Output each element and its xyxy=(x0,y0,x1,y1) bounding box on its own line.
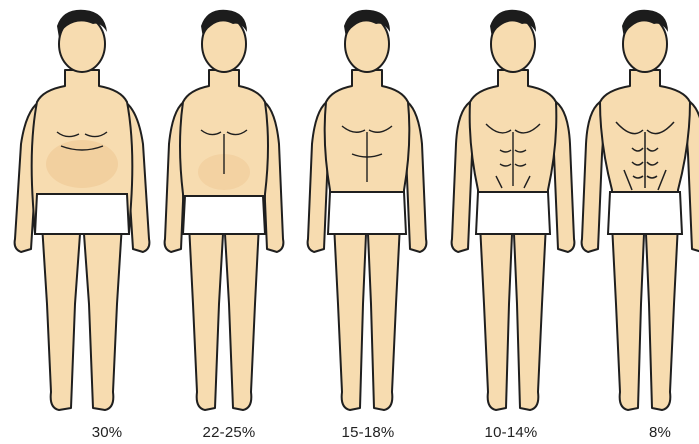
label-22-25-percent: 22-25% xyxy=(179,424,279,441)
figure-15-18-percent xyxy=(292,4,442,424)
body-figure-illustration xyxy=(149,4,299,424)
figure-30-percent xyxy=(7,4,157,424)
body-figure-illustration xyxy=(570,4,699,424)
figure-22-25-percent xyxy=(149,4,299,424)
body-figure-illustration xyxy=(292,4,442,424)
figure-8-percent xyxy=(570,4,699,424)
label-8-percent: 8% xyxy=(610,424,699,441)
label-15-18-percent: 15-18% xyxy=(318,424,418,441)
label-30-percent: 30% xyxy=(57,424,157,441)
body-figure-illustration xyxy=(438,4,588,424)
body-figure-illustration xyxy=(7,4,157,424)
figure-10-14-percent xyxy=(438,4,588,424)
label-10-14-percent: 10-14% xyxy=(461,424,561,441)
